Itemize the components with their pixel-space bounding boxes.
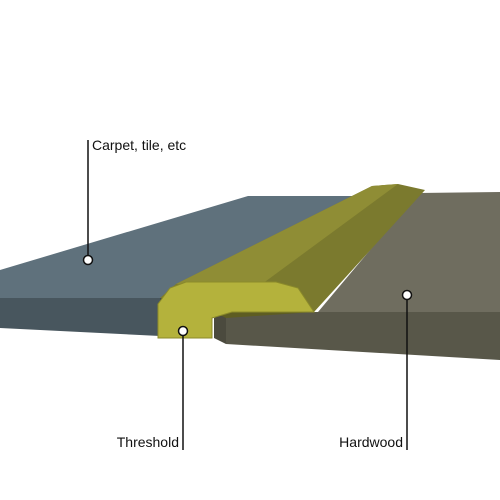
callout-carpet: Carpet, tile, etc <box>82 137 186 266</box>
threshold-profile-face <box>157 281 315 339</box>
hardwood-tongue <box>214 312 226 344</box>
callout-threshold: Threshold <box>117 325 189 450</box>
hardwood-top-surface <box>318 192 500 312</box>
label-hardwood: Hardwood <box>339 434 403 450</box>
hardwood-front-face <box>226 312 500 360</box>
callout-dot-threshold <box>177 325 189 337</box>
threshold-ridge-highlight <box>176 184 398 284</box>
carpet-top-surface <box>0 196 365 298</box>
callout-dot-carpet <box>82 254 94 266</box>
label-threshold: Threshold <box>117 434 179 450</box>
threshold-molding <box>157 184 425 339</box>
label-carpet: Carpet, tile, etc <box>92 137 186 153</box>
callout-hardwood: Hardwood <box>339 289 413 450</box>
hardwood-slab <box>214 192 500 360</box>
carpet-front-face <box>0 298 160 336</box>
callout-dot-hardwood <box>401 289 413 301</box>
